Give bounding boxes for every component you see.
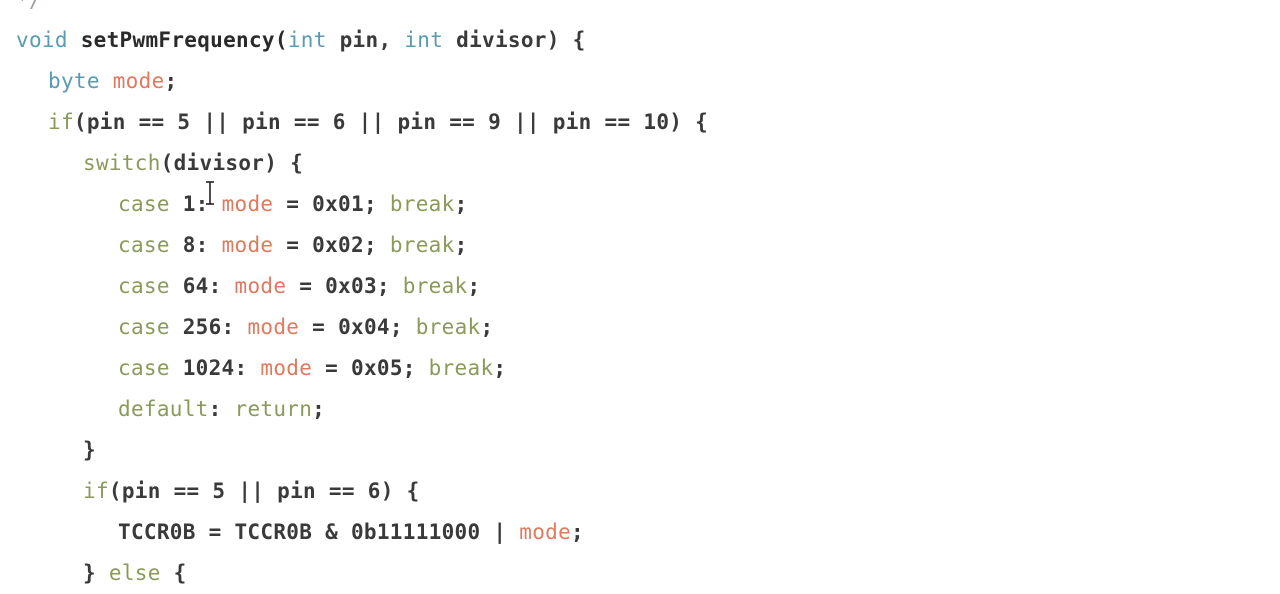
code-token: ; xyxy=(571,520,584,544)
code-token: break xyxy=(415,315,481,339)
code-line-switch-close: } xyxy=(83,430,96,471)
code-token: = 0x03; xyxy=(286,274,403,298)
code-token: (pin == 5 || pin == 6 || pin == 9 || pin… xyxy=(73,110,709,134)
code-token: mode xyxy=(221,233,274,257)
code-line-else: } else { xyxy=(83,553,187,594)
code-token: setPwmFrequency( xyxy=(67,28,288,52)
code-token: byte xyxy=(48,69,100,93)
code-token: { xyxy=(160,561,187,585)
code-token: } xyxy=(83,438,96,462)
code-token: 256: xyxy=(169,315,248,339)
code-token: divisor) { xyxy=(443,28,586,52)
code-token: ; xyxy=(467,274,481,298)
code-token: 8: xyxy=(169,233,222,257)
code-line-byte-mode: byte mode; xyxy=(48,61,177,102)
code-line-function-signature: void setPwmFrequency(int pin, int diviso… xyxy=(16,20,586,61)
code-token: ; xyxy=(454,233,468,257)
code-token: (divisor) { xyxy=(160,151,304,175)
code-line-tccr0b: TCCR0B = TCCR0B & 0b11111000 | mode; xyxy=(118,512,584,553)
code-token: ; xyxy=(454,192,468,216)
code-token: 1: xyxy=(169,192,222,216)
code-token: mode xyxy=(260,356,313,380)
code-line-case-1: case 1: mode = 0x01; break; xyxy=(118,184,468,225)
code-token: case xyxy=(118,233,170,257)
code-token: = 0x01; xyxy=(273,192,390,216)
code-line-case-8: case 8: mode = 0x02; break; xyxy=(118,225,468,266)
code-line-if-pin-5-6: if(pin == 5 || pin == 6) { xyxy=(83,471,420,512)
code-token: break xyxy=(428,356,494,380)
code-line-if-pins: if(pin == 5 || pin == 6 || pin == 9 || p… xyxy=(48,102,708,143)
code-line-comment-end: */ xyxy=(16,0,42,21)
code-token: return xyxy=(234,397,313,421)
code-token: 64: xyxy=(169,274,235,298)
code-token: case xyxy=(118,315,170,339)
code-token: if xyxy=(48,110,74,134)
code-token: TCCR0B = TCCR0B & 0b11111000 | xyxy=(118,520,520,544)
code-token: pin, xyxy=(326,28,405,52)
code-token: break xyxy=(402,274,468,298)
code-token: default xyxy=(118,397,209,421)
code-token: mode xyxy=(234,274,287,298)
code-token: mode xyxy=(247,315,300,339)
code-token: if xyxy=(83,479,109,503)
code-token: = 0x05; xyxy=(312,356,429,380)
code-token: = 0x02; xyxy=(273,233,390,257)
code-token: } xyxy=(83,561,109,585)
code-token: break xyxy=(389,233,455,257)
code-token: switch xyxy=(83,151,161,175)
code-token: ; xyxy=(480,315,494,339)
code-token: 1024: xyxy=(169,356,261,380)
code-token: void xyxy=(16,28,68,52)
code-token: int xyxy=(287,28,327,52)
code-token: */ xyxy=(16,0,42,12)
code-line-case-1024: case 1024: mode = 0x05; break; xyxy=(118,348,506,389)
code-token xyxy=(100,69,113,93)
code-token: mode xyxy=(519,520,572,544)
text-cursor-icon xyxy=(204,180,216,206)
code-token: (pin == 5 || pin == 6) { xyxy=(108,479,420,503)
code-token: mode xyxy=(112,69,165,93)
code-token: break xyxy=(389,192,455,216)
code-token: case xyxy=(118,356,170,380)
code-line-case-256: case 256: mode = 0x04; break; xyxy=(118,307,493,348)
code-token: : xyxy=(208,397,235,421)
code-token: ; xyxy=(493,356,507,380)
code-token: ; xyxy=(164,69,178,93)
code-token: case xyxy=(118,274,170,298)
code-token: ; xyxy=(312,397,326,421)
code-line-case-64: case 64: mode = 0x03; break; xyxy=(118,266,480,307)
code-token: else xyxy=(108,561,161,585)
code-token: case xyxy=(118,192,170,216)
code-token: int xyxy=(404,28,444,52)
code-token: mode xyxy=(221,192,274,216)
code-line-default: default: return; xyxy=(118,389,325,430)
code-token: = 0x04; xyxy=(299,315,416,339)
code-line-switch: switch(divisor) { xyxy=(83,143,303,184)
